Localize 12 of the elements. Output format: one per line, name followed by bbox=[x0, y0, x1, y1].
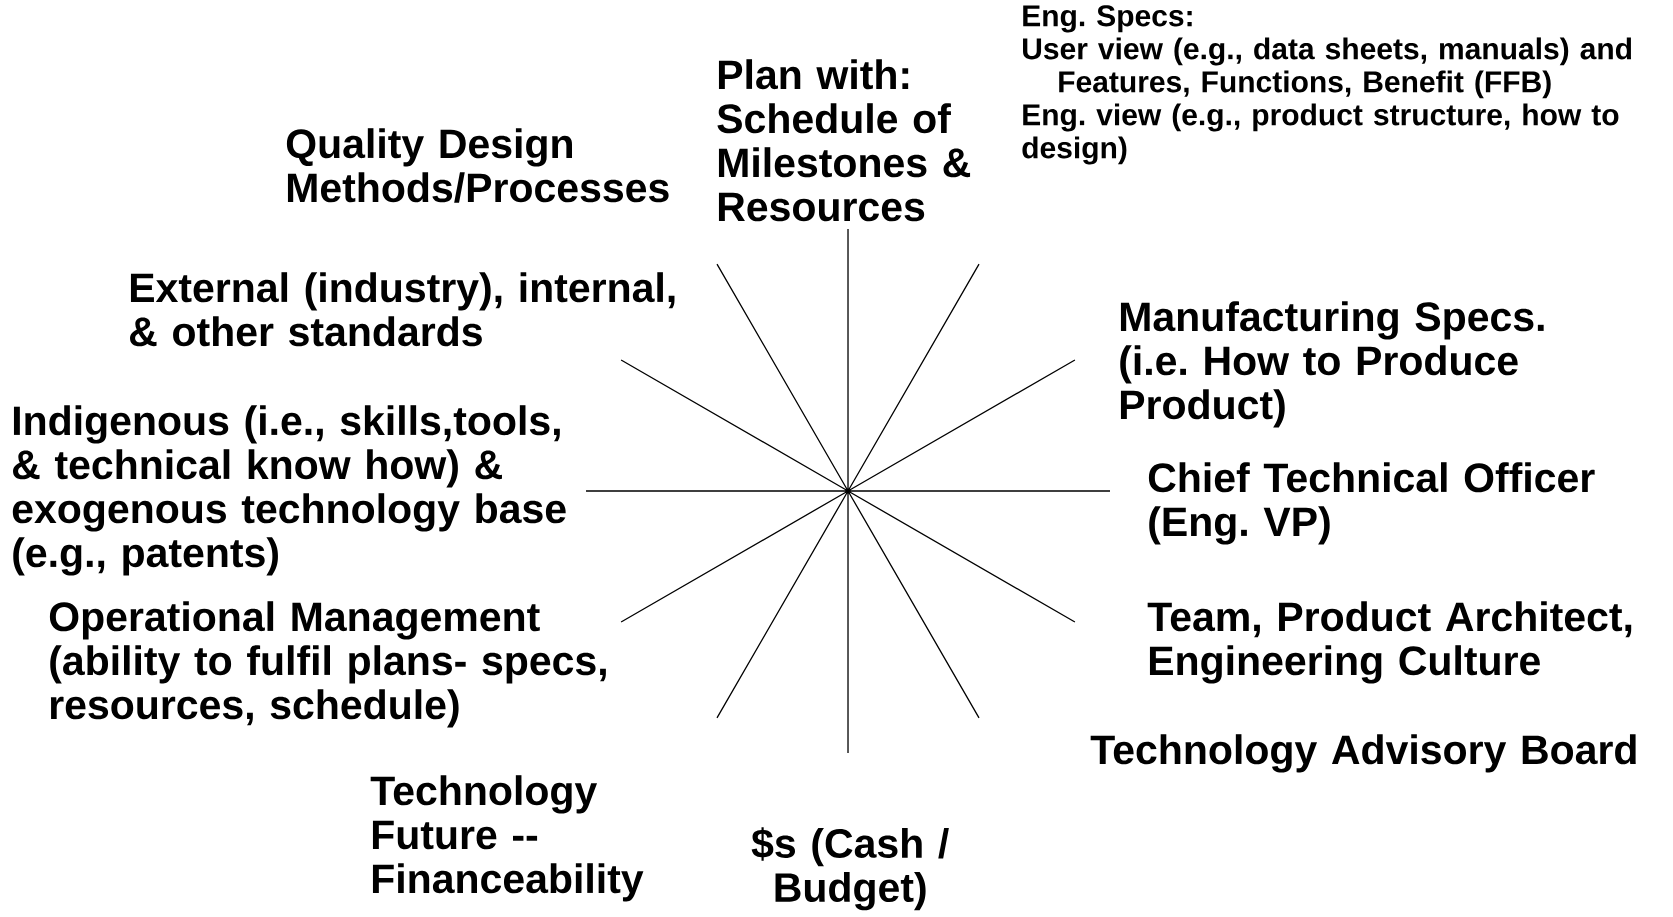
label-text: Eng. Specs: User view (e.g., data sheets, manuals) and Features, Functions, Benefit (FFB) Eng. view (e.g., product structure, how to design) bbox=[1022, 5, 1632, 165]
label-text: Technology Future -- Financeability bbox=[370, 775, 644, 902]
label-text: Quality Design Methods/Processes bbox=[286, 128, 669, 203]
label-text: Indigenous (i.e., skills,tools, & technical know how) & exogenous technology base (e.g., patents) bbox=[12, 405, 566, 576]
label-text: $s (Cash / Budget) bbox=[751, 827, 949, 911]
label-text: Manufacturing Specs. (i.e. How to Produce Product) bbox=[1120, 301, 1544, 428]
label-text: Technology Advisory Board bbox=[1090, 734, 1636, 773]
label-text: Plan with: Schedule of Milestones & Resources bbox=[717, 59, 971, 222]
label-text: Team, Product Architect, Engineering Culture bbox=[1147, 601, 1632, 684]
label-text: Operational Management (ability to fulfil plans- specs, resources, schedule) bbox=[49, 601, 606, 728]
label-text: External (industry), internal, & other standards bbox=[130, 272, 675, 347]
label-text: Chief Technical Officer (Eng. VP) bbox=[1148, 462, 1595, 545]
